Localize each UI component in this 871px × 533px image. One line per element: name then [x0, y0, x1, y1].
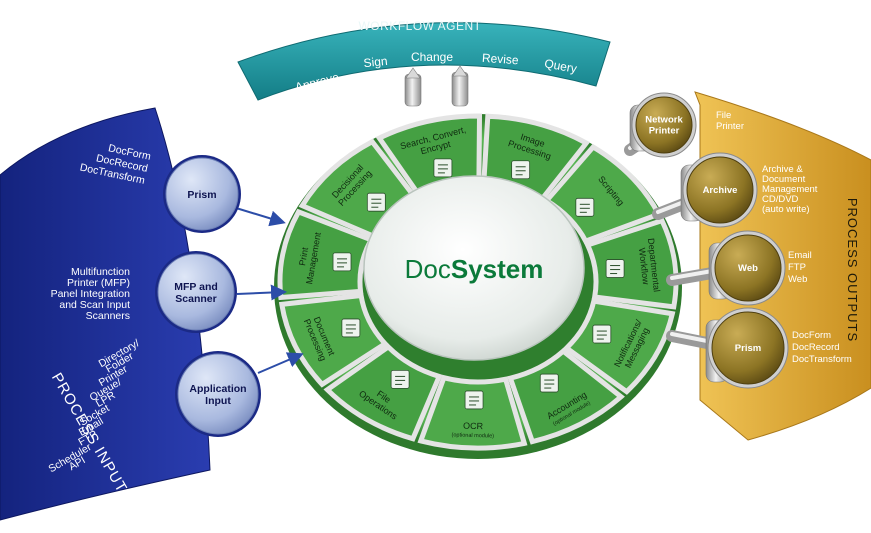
- input-line: Panel Integration: [51, 288, 131, 300]
- script-icon: [575, 197, 595, 217]
- brand-suffix: System: [451, 254, 544, 284]
- output-bubble-label: Printer: [649, 126, 680, 137]
- printer-icon: [332, 252, 352, 272]
- input-bubble-label: Application: [189, 383, 246, 395]
- output-bubble-label: Network: [645, 115, 683, 126]
- output-line: CD/DVD: [762, 194, 799, 205]
- folder-icon: [390, 370, 410, 389]
- workflow-item-sign: Sign: [363, 54, 388, 70]
- output-bubble-label: Web: [738, 263, 758, 274]
- ring-segment: Accounting(optional module): [507, 347, 625, 445]
- output-line: Printer: [716, 121, 744, 132]
- segment-note: (optional module): [451, 432, 494, 439]
- brand-prefix: Doc: [405, 254, 451, 284]
- workflow-item-query: Query: [543, 56, 578, 75]
- input-bubble-label: Input: [205, 395, 231, 407]
- input-arrows: [235, 207, 304, 374]
- workflow-item-revise: Revise: [481, 51, 519, 68]
- ring-segments: ImageProcessingScriptingDepartmentalWork…: [277, 113, 679, 451]
- input-bubble: Prism: [163, 155, 241, 233]
- output-line: Management: [762, 184, 818, 195]
- dollar-icon: [539, 373, 559, 393]
- image-icon: [511, 160, 531, 180]
- search-doc-icon: [433, 158, 453, 178]
- output-line: DocForm: [792, 330, 831, 341]
- output-line: DocTransform: [792, 354, 852, 365]
- segment-text: Workflow: [637, 247, 651, 285]
- output-bubble-label: Prism: [735, 343, 761, 354]
- output-line: (auto write): [762, 204, 810, 215]
- decision-icon: [366, 192, 386, 212]
- ocr-letter-icon: [464, 390, 484, 410]
- input-line: Printer (MFP): [67, 277, 130, 289]
- ring-segment: Notifications/Messaging: [562, 298, 676, 395]
- input-line: Scanners: [86, 310, 130, 322]
- input-line: Multifunction: [71, 266, 130, 278]
- warning-icon: [592, 324, 612, 344]
- output-line: File: [716, 110, 731, 121]
- output-line: Document: [762, 174, 806, 185]
- output-line: Email: [788, 250, 812, 261]
- workflow-agent-band: WORKFLOW AGENT Approve Sign Change Revis…: [237, 19, 611, 101]
- output-line: FTP: [788, 262, 806, 273]
- process-inputs-band: PROCESS INPUTS: [0, 107, 211, 521]
- input-bubble-label: MFP and: [174, 281, 218, 293]
- output-line: Archive &: [762, 164, 803, 175]
- output-bubble: Archive: [682, 152, 758, 228]
- process-outputs-label: PROCESS OUTPUTS: [845, 198, 860, 342]
- workflow-connectors: [404, 65, 469, 107]
- workflow-icon: [605, 259, 625, 278]
- input-bubble-label: Scanner: [175, 293, 216, 305]
- output-bubble-label: Archive: [703, 185, 738, 196]
- segment-text: Print: [297, 246, 310, 266]
- ring-segment: OCR(optional module): [417, 374, 528, 451]
- workflow-agent-title: WORKFLOW AGENT: [358, 19, 481, 33]
- output-bubble: Prism: [707, 307, 789, 389]
- workflow-item-change: Change: [411, 50, 453, 64]
- output-line: DocRecord: [792, 342, 840, 353]
- ring-segment: Scripting: [542, 143, 663, 245]
- docsystem-logo: DocSystem: [405, 254, 544, 284]
- output-bubble: Web: [710, 230, 786, 306]
- input-bubble-label: Prism: [187, 189, 216, 201]
- input-line: and Scan Input: [59, 299, 130, 311]
- segment-text: OCR: [463, 421, 484, 432]
- output-line: Web: [788, 274, 807, 285]
- docsystem-hub: DocSystem: [363, 175, 585, 361]
- ring-segment-label: OCR(optional module): [451, 421, 494, 440]
- document-icon: [341, 318, 361, 338]
